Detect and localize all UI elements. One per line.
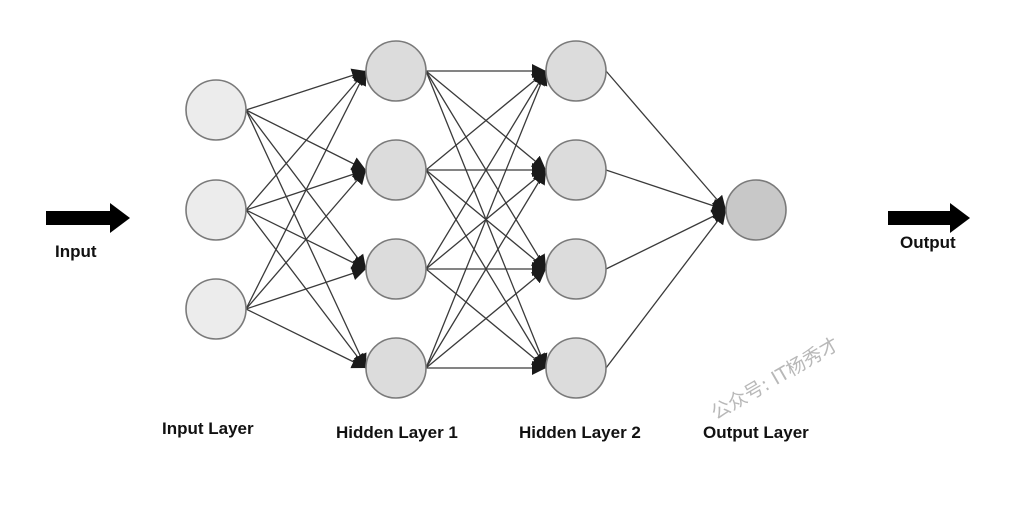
watermark: 公众号: IT杨秀才 [708, 333, 843, 424]
hidden1-node-4 [365, 337, 427, 399]
edge-hidden1-4-to-hidden2-2 [425, 169, 547, 369]
edge-hidden1-2-to-hidden2-1 [425, 70, 547, 171]
edge-hidden2-2-to-output-1 [605, 169, 727, 213]
output-node-1 [725, 179, 787, 241]
edge-input-3-to-hidden1-4 [245, 308, 367, 369]
connections [245, 64, 727, 375]
hidden2-node-2 [545, 139, 607, 201]
input-node-2 [185, 179, 247, 241]
edge-hidden2-4-to-output-1 [605, 209, 727, 369]
hidden1-node-3 [365, 238, 427, 300]
output-arrow-icon [888, 203, 970, 233]
input-layer-label: Input Layer [162, 419, 254, 438]
edge-hidden1-3-to-hidden2-1 [425, 70, 547, 270]
edge-input-3-to-hidden1-2 [245, 169, 367, 310]
hidden2-node-4 [545, 337, 607, 399]
input-node-3 [185, 278, 247, 340]
input-node-1 [185, 79, 247, 141]
edge-input-1-to-hidden1-1 [245, 68, 367, 111]
hidden-layer-1-label: Hidden Layer 1 [336, 423, 458, 442]
edge-hidden1-4-to-hidden2-1 [425, 70, 548, 369]
hidden1-node-1 [365, 40, 427, 102]
edge-input-3-to-hidden1-1 [245, 70, 367, 310]
hidden1-node-2 [365, 139, 427, 201]
neurons [185, 40, 787, 399]
edge-hidden1-4-to-hidden2-3 [425, 268, 547, 369]
hidden2-node-3 [545, 238, 607, 300]
input-label: Input [55, 242, 97, 261]
output-layer-label: Output Layer [703, 423, 809, 442]
edge-hidden2-3-to-output-1 [605, 209, 727, 270]
hidden2-node-1 [545, 40, 607, 102]
edge-input-2-to-hidden1-1 [245, 70, 367, 211]
output-label: Output [900, 233, 956, 252]
edge-input-3-to-hidden1-3 [245, 266, 367, 310]
hidden-layer-2-label: Hidden Layer 2 [519, 423, 641, 442]
input-arrow-icon [46, 203, 130, 233]
edge-hidden2-1-to-output-1 [605, 70, 727, 211]
